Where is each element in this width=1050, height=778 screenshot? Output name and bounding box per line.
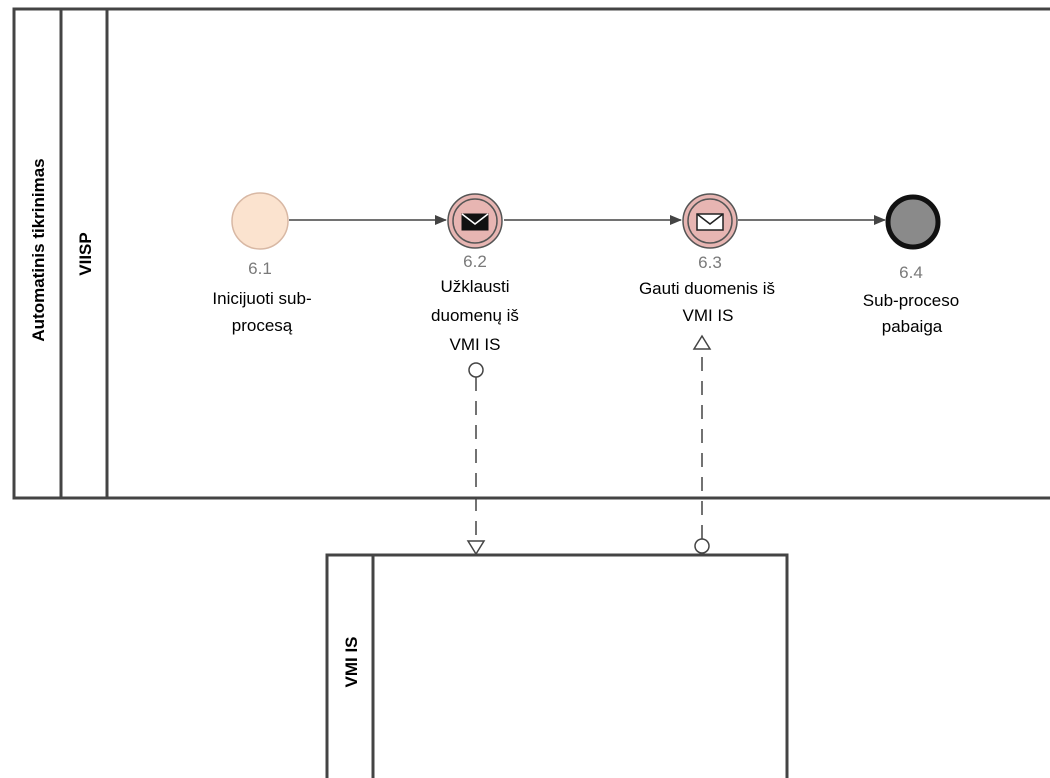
event-label-line: Gauti duomenis iš bbox=[639, 279, 775, 298]
event-label-line: Sub-proceso bbox=[863, 291, 959, 310]
start-event-6-1[interactable]: 6.1 Inicijuoti sub- procesą bbox=[212, 192, 312, 335]
pool-label: Automatinis tikrinimas bbox=[29, 158, 48, 341]
event-label-line: Inicijuoti sub- bbox=[212, 289, 311, 308]
message-event-6-2[interactable]: 6.2 Užklausti duomenų iš VMI IS bbox=[431, 193, 519, 354]
event-label-line: pabaiga bbox=[882, 317, 943, 336]
event-label-line: procesą bbox=[232, 316, 293, 335]
event-label-line: VMI IS bbox=[682, 306, 733, 325]
lane-label: VIISP bbox=[76, 232, 95, 275]
pool-label: VMI IS bbox=[342, 636, 361, 687]
event-label-line: duomenų iš bbox=[431, 306, 519, 325]
event-number: 6.1 bbox=[248, 259, 272, 278]
pool-automatinis-tikrinimas[interactable]: Automatinis tikrinimas bbox=[12, 7, 1050, 500]
event-label-line: VMI IS bbox=[449, 335, 500, 354]
message-event-6-3[interactable]: 6.3 Gauti duomenis iš VMI IS bbox=[639, 193, 775, 325]
envelope-icon bbox=[696, 213, 724, 231]
pool-vmi-is[interactable]: VMI IS bbox=[325, 553, 789, 778]
event-label-line: Užklausti bbox=[441, 277, 510, 296]
event-number: 6.2 bbox=[463, 252, 487, 271]
event-number: 6.3 bbox=[698, 253, 722, 272]
end-event-6-4[interactable]: 6.4 Sub-proceso pabaiga bbox=[863, 194, 959, 336]
event-number: 6.4 bbox=[899, 263, 923, 282]
message-flow-request[interactable] bbox=[466, 362, 486, 556]
message-flow-response[interactable] bbox=[692, 334, 712, 554]
lane-viisp[interactable]: VIISP bbox=[76, 9, 109, 498]
filled-envelope-icon bbox=[461, 213, 489, 231]
